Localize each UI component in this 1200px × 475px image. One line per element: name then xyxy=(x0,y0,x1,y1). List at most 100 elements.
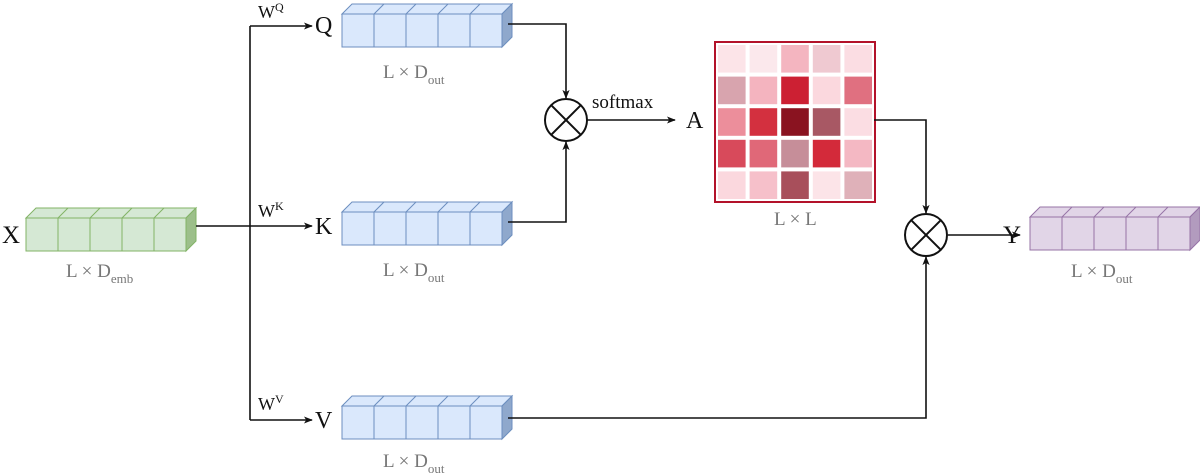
attention-matrix-cell xyxy=(749,76,778,105)
a-to-multiply-arrow xyxy=(874,119,930,214)
attention-matrix-cell xyxy=(749,108,778,136)
q-vector-top-divider xyxy=(373,3,385,15)
output-vector xyxy=(1028,206,1200,252)
attention-matrix-cell xyxy=(718,76,746,105)
v-to-multiply-arrow xyxy=(508,256,930,419)
softmax-label: softmax xyxy=(592,92,654,113)
attention-matrix-cell xyxy=(749,45,778,73)
k-vector-cell xyxy=(373,211,407,246)
k-dim-label: L × Dout xyxy=(383,260,445,285)
attention-matrix-cell xyxy=(749,139,778,168)
input-embedding-vector xyxy=(24,206,198,253)
attention-matrix-cell xyxy=(812,76,841,105)
x-vector-cell xyxy=(25,217,59,252)
multiply-operator-av xyxy=(904,213,948,257)
connections xyxy=(196,22,1021,424)
q-vector-cell xyxy=(373,13,407,48)
attention-matrix-cell xyxy=(812,171,841,199)
v-vector-top-divider xyxy=(469,395,481,407)
k-to-multiply-arrow xyxy=(508,141,570,223)
x-vector-top-divider xyxy=(153,207,165,219)
y-vector-cell xyxy=(1061,216,1095,251)
x-label: X xyxy=(2,222,20,249)
y-vector-cell xyxy=(1157,216,1191,251)
y-vector-cell xyxy=(1093,216,1127,251)
attention-matrix-cell xyxy=(844,171,872,199)
q-vector-top-divider xyxy=(469,3,481,15)
v-vector-top-divider xyxy=(437,395,449,407)
x-vector-top-divider xyxy=(57,207,69,219)
x-vector-cell xyxy=(121,217,155,252)
value-vector xyxy=(340,394,514,441)
y-vector-top-divider xyxy=(1125,206,1137,218)
v-vector-cell xyxy=(437,405,471,440)
v-vector-top-divider xyxy=(373,395,385,407)
q-vector-cell xyxy=(469,13,503,48)
y-vector-top-divider xyxy=(1157,206,1169,218)
attention-matrix-cell xyxy=(718,45,746,73)
x-vector-top-face xyxy=(24,207,198,219)
attention-matrix-cell xyxy=(718,108,746,136)
y-label: Y xyxy=(1003,222,1021,249)
q-vector-top-divider xyxy=(437,3,449,15)
v-vector-cell xyxy=(341,405,375,440)
x-vector-cell xyxy=(153,217,187,252)
a-dim-label: L × L xyxy=(774,209,817,230)
k-vector-top-divider xyxy=(469,201,481,213)
wv-label: WV xyxy=(258,392,284,414)
q-dim-label: L × Dout xyxy=(383,62,445,87)
y-vector-cell xyxy=(1029,216,1063,251)
k-vector-cell xyxy=(341,211,375,246)
x-dim-label: L × Demb xyxy=(66,261,133,286)
k-label: K xyxy=(315,214,333,240)
x-vector-cell xyxy=(57,217,91,252)
attention-matrix-cell xyxy=(781,108,809,136)
q-vector-cell xyxy=(405,13,439,48)
wq-label: WQ xyxy=(258,0,284,22)
attention-matrix-cell xyxy=(812,108,841,136)
k-vector-top-divider xyxy=(373,201,385,213)
wk-label: WK xyxy=(258,199,284,221)
q-vector-top-divider xyxy=(405,3,417,15)
v-label: V xyxy=(315,408,333,434)
v-dim-label: L × Dout xyxy=(383,451,445,475)
y-vector-top-face xyxy=(1028,206,1200,218)
query-vector xyxy=(340,2,514,49)
attention-matrix-cell xyxy=(844,108,872,136)
y-dim-label: L × Dout xyxy=(1071,261,1133,286)
attention-matrix-cell xyxy=(812,45,841,73)
k-vector-top-face xyxy=(340,201,514,213)
y-vector-cell xyxy=(1125,216,1159,251)
k-vector-top-divider xyxy=(437,201,449,213)
q-to-multiply-arrow xyxy=(508,23,570,99)
attention-matrix-cell xyxy=(844,139,872,168)
q-label: Q xyxy=(315,13,332,39)
k-vector-top-divider xyxy=(405,201,417,213)
attention-matrix-cell xyxy=(781,139,809,168)
q-vector-top-face xyxy=(340,3,514,15)
q-vector-cell xyxy=(437,13,471,48)
attention-matrix-cell xyxy=(812,139,841,168)
attention-matrix-cell xyxy=(781,76,809,105)
x-vector-top-divider xyxy=(121,207,133,219)
k-vector-cell xyxy=(469,211,503,246)
y-vector-top-divider xyxy=(1061,206,1073,218)
attention-matrix-cell xyxy=(718,171,746,199)
attention-matrix-cell xyxy=(844,45,872,73)
attention-matrix-cell xyxy=(718,139,746,168)
attention-matrix-cell xyxy=(781,171,809,199)
v-vector-cell xyxy=(469,405,503,440)
attention-matrix xyxy=(714,41,876,203)
attention-matrix-cell xyxy=(781,45,809,73)
key-vector xyxy=(340,200,514,247)
k-vector-cell xyxy=(405,211,439,246)
v-vector-cell xyxy=(373,405,407,440)
y-vector-top-divider xyxy=(1093,206,1105,218)
v-vector-cell xyxy=(405,405,439,440)
q-vector-cell xyxy=(341,13,375,48)
k-vector-cell xyxy=(437,211,471,246)
x-vector-top-divider xyxy=(89,207,101,219)
v-vector-top-divider xyxy=(405,395,417,407)
a-label: A xyxy=(686,108,704,134)
